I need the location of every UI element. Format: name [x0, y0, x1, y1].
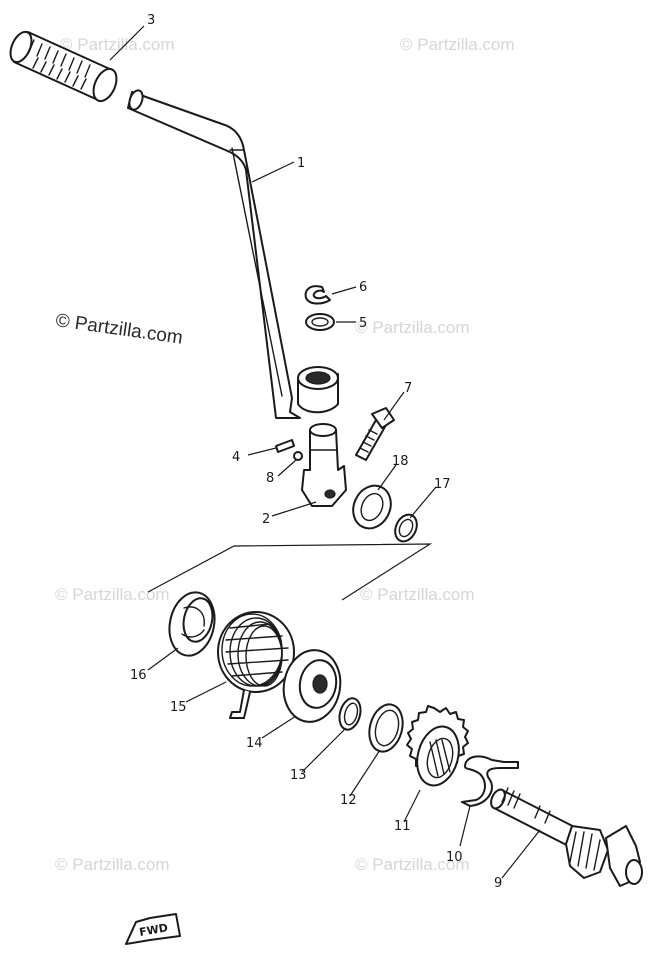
kick-arm-part-1: [127, 89, 339, 419]
callout-7: 7: [404, 381, 412, 396]
washer-part-5: [305, 313, 335, 331]
watermark-faint: © Partzilla.com: [355, 855, 470, 874]
callout-3: 3: [147, 13, 155, 28]
callout-1: 1: [297, 156, 305, 171]
callout-15: 15: [170, 700, 187, 715]
watermark-faint: © Partzilla.com: [360, 585, 475, 604]
kick-gear-part-11: [406, 705, 469, 787]
ball-part-8: [293, 451, 303, 461]
fwd-arrow: FWD: [125, 913, 181, 945]
callout-18: 18: [392, 454, 409, 469]
bolt-part-7: [355, 407, 395, 461]
leader-lines: [109, 25, 541, 879]
callout-11: 11: [394, 819, 411, 834]
circlip-part-13: [338, 697, 362, 731]
spring-pin-part-4: [275, 439, 295, 453]
watermark-faint: © Partzilla.com: [55, 855, 170, 874]
washer-part-12: [368, 703, 404, 753]
callout-14: 14: [246, 736, 263, 751]
callouts: 3 1 6 5 7 4 8 2 18 17 16 15 14 13 12 11 …: [130, 13, 502, 891]
watermark-faint: © Partzilla.com: [355, 318, 470, 337]
kick-boss-part-2: [301, 423, 347, 507]
spring-guide-part-14: [282, 649, 342, 723]
clip-part-10: [461, 755, 519, 807]
grip-part-3: [9, 30, 118, 103]
torsion-spring-part-15: [217, 611, 295, 719]
watermark-faint: © Partzilla.com: [55, 585, 170, 604]
callout-9: 9: [494, 876, 502, 891]
callout-6: 6: [359, 280, 367, 295]
callout-17: 17: [434, 477, 451, 492]
callout-16: 16: [130, 668, 147, 683]
callout-10: 10: [446, 850, 463, 865]
watermark-faint-group: © Partzilla.com © Partzilla.com © Partzi…: [55, 35, 515, 874]
kick-axle-part-9: [490, 787, 643, 887]
circlip-part-17: [394, 513, 418, 543]
clip-part-6: [304, 285, 331, 305]
callout-5: 5: [359, 316, 367, 331]
oil-seal-part-18: [352, 484, 392, 530]
watermark-faint: © Partzilla.com: [60, 35, 175, 54]
callout-4: 4: [232, 450, 240, 465]
callout-8: 8: [266, 471, 274, 486]
callout-2: 2: [262, 512, 270, 527]
callout-13: 13: [290, 768, 307, 783]
watermark-main: © Partzilla.com: [54, 310, 184, 349]
watermark-faint: © Partzilla.com: [400, 35, 515, 54]
callout-12: 12: [340, 793, 357, 808]
fwd-label: FWD: [138, 921, 169, 939]
spring-guide-part-16: [168, 591, 216, 657]
assembly-outline: [147, 543, 433, 601]
